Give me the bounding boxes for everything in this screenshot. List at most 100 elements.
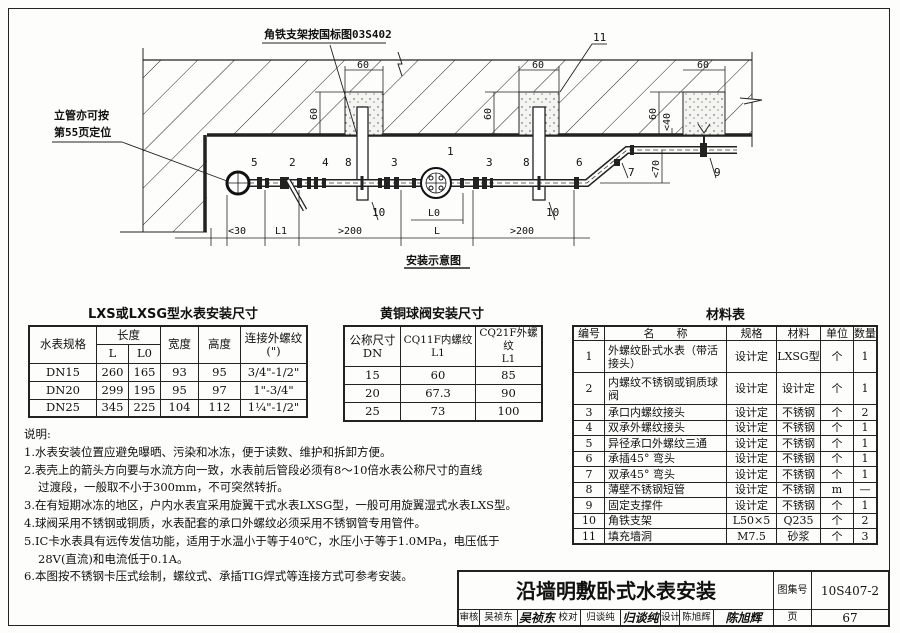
note-4: 4.球阀采用不锈钢或铜质，水表配套的承口外螺纹必须采用不锈钢管专用管件。 [24, 515, 426, 530]
cell-material: 不锈钢 [776, 435, 821, 452]
cell-material: 砂浆 [776, 528, 821, 545]
note-5: 5.IC卡水表具有远传发信功能，适用于水温小于等于40℃，水压小于等于1.0MP… [24, 533, 500, 548]
cell-material: 不锈钢 [776, 404, 821, 421]
dim-L1: L1 [275, 226, 287, 237]
cell-material: 不锈钢 [776, 481, 821, 498]
cell-L: 260 [96, 362, 129, 382]
cell-cq21f: 85 [475, 366, 543, 385]
note-2: 2.表壳上的箭头方向要与水流方向一致，水表前后管段必须有8～10倍水表公称尺寸的… [24, 462, 483, 477]
cell-name: 承插45° 弯头 [604, 450, 727, 467]
cell-no: 5 [572, 435, 605, 452]
leader-lines [52, 42, 717, 269]
valve-header-dn-label: 公称尺寸 [349, 332, 396, 347]
header-spec: 水表规格 [28, 325, 97, 364]
cell-spec: L50×5 [726, 512, 777, 529]
meter-table-title: LXS或LXSG型水表安装尺寸 [88, 307, 259, 322]
cell-height: 97 [198, 380, 241, 400]
cell-thread: 1"-3/4" [240, 380, 308, 400]
atlas-number: 10S407-2 [812, 572, 888, 610]
cell-height: 112 [198, 398, 241, 418]
header-name: 名 称 [604, 325, 727, 341]
cell-cq21f: 90 [475, 384, 543, 403]
valve-header-cq21f-label: CQ21F外螺纹 [479, 327, 538, 352]
header-no: 编号 [572, 325, 605, 341]
cell-dn: 15 [343, 366, 401, 385]
cell-dn: 25 [343, 402, 401, 421]
part-number-6: 6 [576, 156, 583, 169]
designer-label: 设计 [661, 610, 680, 626]
valve-header-cq21f-unit: L1 [501, 353, 516, 365]
reviewer-name: 吴祯东 [480, 610, 518, 626]
title-block: 沿墙明敷卧式水表安装 图集号 10S407-2 审核 吴祯东 吴祯东 校对 归谈… [457, 570, 890, 627]
cell-qty: 2 [853, 404, 878, 421]
cell-cq11f: 73 [400, 402, 476, 421]
valve-header-cq11f-label: CQ11F内螺纹 [403, 333, 473, 346]
cell-name: 角铁支架 [604, 512, 727, 529]
part-number-7: 7 [628, 166, 635, 179]
cell-width: 95 [160, 380, 199, 400]
header-thread: 连接外螺纹(") [240, 325, 308, 364]
dimension-lines [175, 66, 726, 246]
header-height: 高度 [198, 325, 241, 364]
cell-qty: 1 [853, 340, 878, 373]
dim-lt30: <30 [228, 226, 246, 237]
note-2-cont: 过渡段，一般取不小于300mm，不可突然转折。 [38, 480, 289, 495]
cell-qty: 1 [853, 497, 878, 514]
cell-no: 9 [572, 497, 605, 514]
cell-qty: 3 [853, 528, 878, 545]
part-number-10b: 10 [546, 206, 559, 219]
riser-note-line1: 立管亦可按 [54, 108, 109, 122]
cell-material: 设计定 [776, 372, 821, 405]
cell-material: Q235 [776, 512, 821, 529]
cell-cq11f: 67.3 [400, 384, 476, 403]
cell-no: 2 [572, 372, 605, 405]
cell-unit: 个 [820, 419, 854, 436]
cell-cq11f: 60 [400, 366, 476, 385]
installation-diagram: 角铁支架按国标图03S402 立管亦可按 第55页定位 安装示意图 5 2 4 … [52, 27, 763, 269]
part-number-9: 9 [714, 166, 721, 179]
cell-name: 双承45° 弯头 [604, 466, 727, 483]
cell-spec: 设计定 [726, 419, 777, 436]
page-number: 67 [842, 611, 858, 625]
note-6: 6.本图按不锈钢卡压式绘制，螺纹式、承插TIG焊式等连接方式可参考安装。 [24, 569, 413, 584]
part-number-8b: 8 [523, 156, 530, 169]
cell-material: 不锈钢 [776, 497, 821, 514]
cell-unit: 个 [820, 528, 854, 545]
cell-unit: 个 [820, 497, 854, 514]
checker-name: 归谈纯 [581, 610, 621, 626]
header-material: 材料 [776, 325, 821, 341]
valve-table-title: 黄铜球阀安装尺寸 [380, 307, 485, 322]
cell-name: 内螺纹不锈钢或铜质球阀 [604, 372, 727, 405]
cell-unit: 个 [820, 435, 854, 452]
cell-spec: 设计定 [726, 481, 777, 498]
cell-unit: 个 [820, 372, 854, 405]
cell-no: 6 [572, 450, 605, 467]
cell-name: 固定支撑件 [604, 497, 727, 514]
note-5-cont: 28V(直流)和电流低于0.1A。 [38, 551, 189, 566]
cell-spec: 设计定 [726, 435, 777, 452]
dim-max-40: <40 [662, 113, 673, 131]
cell-L0: 165 [128, 362, 161, 382]
cell-thread: 3/4"-1/2" [240, 362, 308, 382]
material-table-title: 材料表 [706, 308, 746, 323]
cell-qty: 1 [853, 372, 878, 405]
cell-qty: 1 [853, 450, 878, 467]
cell-thread: 1¼"-1/2" [240, 398, 308, 418]
dim-L0: L0 [428, 208, 440, 219]
cell-unit: m [820, 481, 854, 498]
checker-label: 校对 [556, 610, 581, 626]
header-thread-label: 连接外螺纹 [244, 330, 303, 345]
cell-material: 不锈钢 [776, 419, 821, 436]
